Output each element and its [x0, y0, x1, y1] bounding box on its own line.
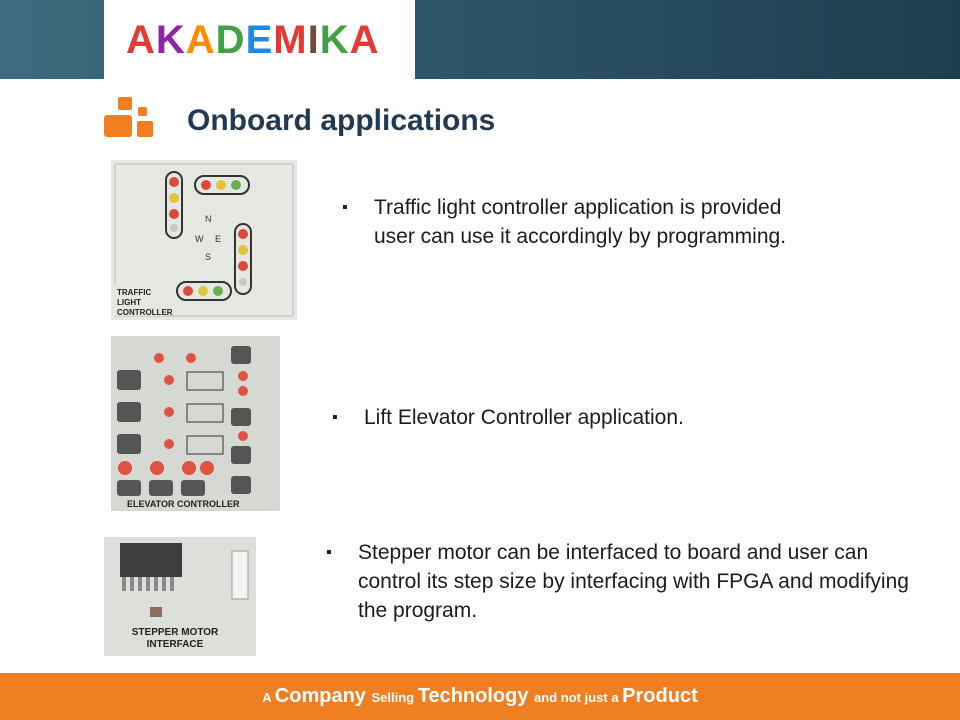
footer-bar: A Company Selling Technology and not jus…	[0, 673, 960, 720]
svg-text:S: S	[205, 252, 211, 262]
blocks-icon	[104, 97, 153, 137]
bullet-stepper-motor: ▪ Stepper motor can be interfaced to boa…	[326, 538, 926, 625]
stepper-motor-image: STEPPER MOTOR INTERFACE	[104, 537, 256, 656]
traffic-light-image: N W E S TRAFFIC LIGHT CONTROLLER	[111, 160, 297, 320]
akademika-logo: AKADEMIKA	[126, 18, 380, 62]
slide-title: Onboard applications	[187, 104, 496, 137]
svg-text:W: W	[195, 234, 204, 244]
stepper-image-label: STEPPER MOTOR INTERFACE	[131, 627, 219, 650]
svg-text:E: E	[215, 234, 221, 244]
traffic-light-image-label: TRAFFIC LIGHT CONTROLLER	[117, 288, 173, 317]
bullet-lift-elevator: ▪ Lift Elevator Controller application.	[332, 403, 802, 432]
bullet-traffic-light: ▪ Traffic light controller application i…	[342, 193, 822, 251]
bullet-square-icon: ▪	[326, 544, 332, 561]
bullet-square-icon: ▪	[342, 199, 348, 216]
bullet-text: Lift Elevator Controller application.	[364, 406, 684, 429]
logo-container: AKADEMIKA	[104, 0, 415, 79]
bullet-square-icon: ▪	[332, 409, 338, 426]
bullet-text: Stepper motor can be interfaced to board…	[358, 541, 909, 622]
elevator-image-label: ELEVATOR CONTROLLER	[127, 499, 240, 509]
elevator-controller-image: ELEVATOR CONTROLLER	[111, 336, 280, 511]
footer-tagline: A Company Selling Technology and not jus…	[262, 685, 698, 707]
svg-text:N: N	[205, 214, 212, 224]
bullet-text: Traffic light controller application is …	[374, 196, 787, 248]
